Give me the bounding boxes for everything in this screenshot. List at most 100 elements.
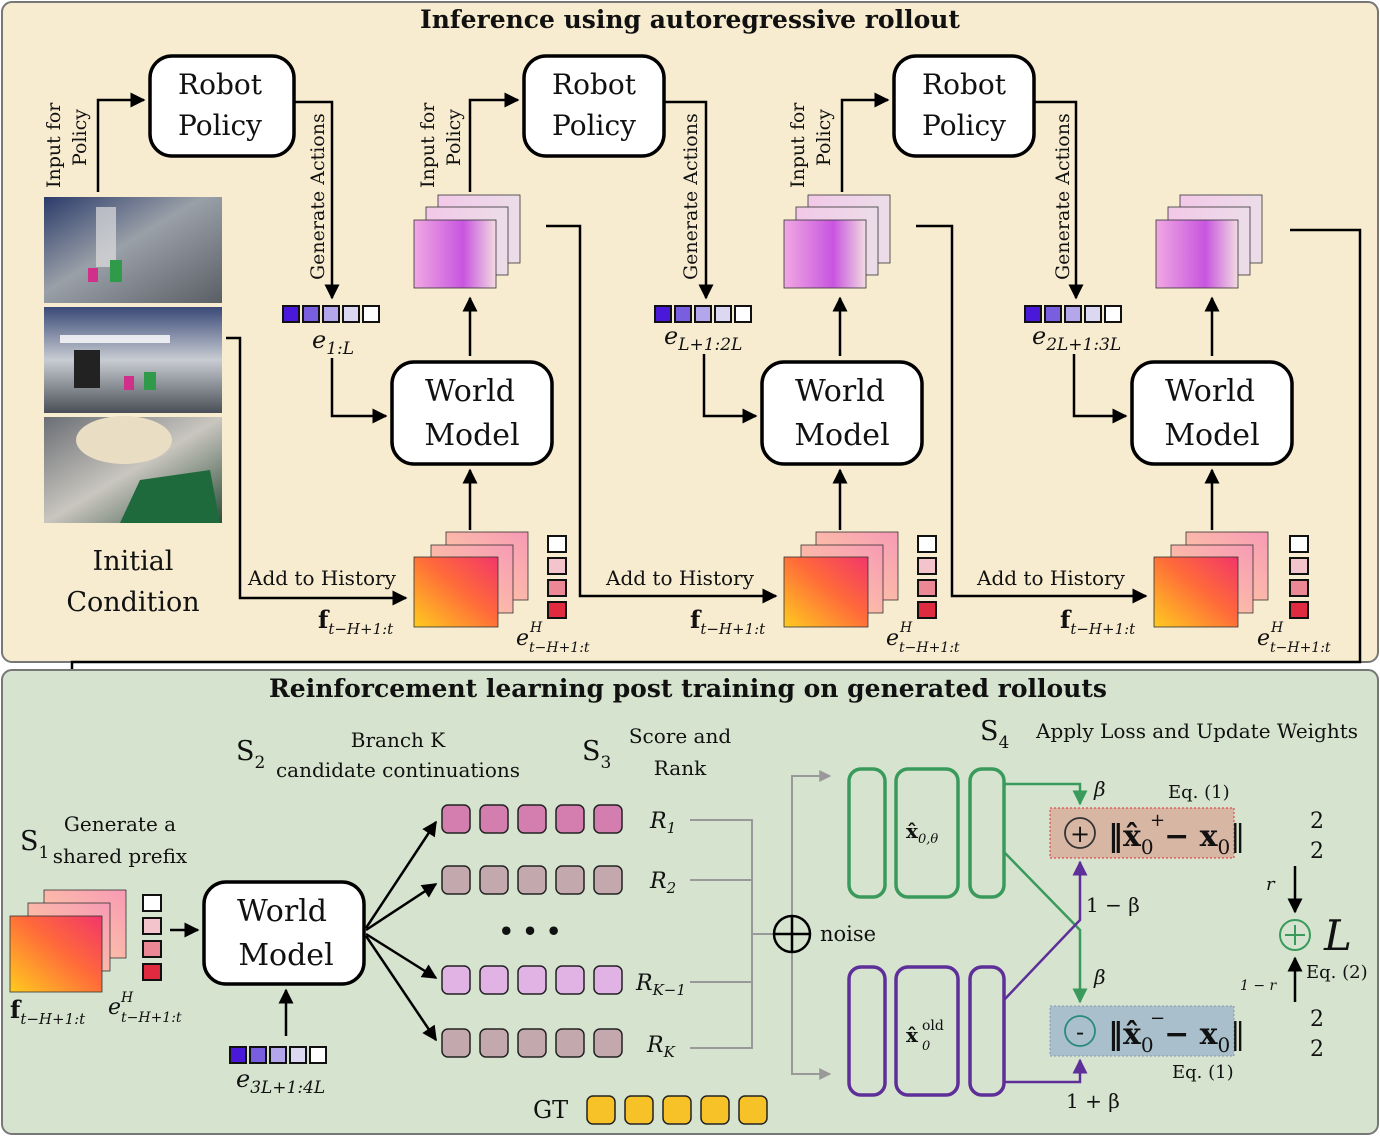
svg-text:t−H+1:t: t−H+1:t: [529, 640, 590, 656]
prefix-action-chunk: [229, 1046, 327, 1064]
step-4-label: S4 Apply Loss and Update Weights: [980, 716, 1358, 753]
total-loss-label: L: [1323, 911, 1352, 960]
svg-text:S2: S2: [236, 736, 265, 773]
svg-text:World: World: [237, 894, 327, 929]
prefix-history-label: e H t−H+1:t: [108, 990, 182, 1026]
svg-text:old: old: [922, 1018, 944, 1034]
svg-text:shared prefix: shared prefix: [53, 844, 188, 868]
frames-label-3: ft−H+1:t: [1060, 605, 1136, 638]
action-chunk-label-3: e2L+1:3L: [1032, 322, 1121, 355]
noise-plus-icon: [772, 914, 812, 954]
svg-text:t−H+1:t: t−H+1:t: [899, 640, 960, 656]
svg-text:Input for: Input for: [787, 102, 809, 188]
top-arrows: [64, 92, 1362, 800]
svg-text:Model: Model: [794, 418, 889, 453]
history-frames-1: [413, 531, 529, 628]
svg-text:2: 2: [1310, 809, 1324, 834]
svg-text:t−H+1:t: t−H+1:t: [121, 1010, 182, 1026]
svg-text:Robot: Robot: [178, 68, 263, 101]
history-embedding-label-1: e H t−H+1:t: [516, 620, 590, 656]
action-chunk-label-1: e1:L: [312, 326, 354, 359]
svg-text:‖x̂0 − x0‖: ‖x̂0 − x0‖: [1108, 819, 1245, 859]
r-label: r: [1266, 874, 1276, 895]
world-model-box-rl: World Model: [202, 880, 366, 986]
history-embedding-label-2: e H t−H+1:t: [886, 620, 960, 656]
purple-network: [847, 965, 1006, 1097]
one-minus-beta-label: 1 − β: [1086, 893, 1140, 917]
bottom-arrows: [170, 820, 438, 1042]
eq1-label-top: Eq. (1): [1168, 782, 1230, 803]
initial-condition-images: [44, 197, 222, 523]
one-minus-r-label: 1 − r: [1240, 978, 1278, 994]
svg-text:‖x̂0 − x0‖: ‖x̂0 − x0‖: [1108, 1017, 1245, 1057]
svg-text:Input for: Input for: [417, 102, 439, 188]
svg-text:Model: Model: [424, 418, 519, 453]
svg-text:Model: Model: [238, 938, 333, 973]
svg-text:Policy: Policy: [69, 109, 91, 166]
green-arrows: [1003, 782, 1088, 1004]
robot-policy-box-1: Robot Policy: [148, 54, 296, 158]
reward-label-2: R2: [649, 869, 676, 897]
world-model-box-1: World Model: [390, 360, 554, 466]
svg-text:Score and: Score and: [629, 724, 732, 748]
eq2-label: Eq. (2): [1306, 962, 1368, 983]
svg-text:Branch K: Branch K: [351, 728, 447, 752]
generated-frames-1: [413, 194, 521, 289]
prefix-history-embedding: [142, 894, 162, 981]
plus-loss-box: [1049, 807, 1235, 859]
plus-circle-icon: +: [1064, 817, 1096, 849]
step-1-label: S1 Generate a shared prefix: [20, 812, 188, 868]
robot-policy-box-2: Robot Policy: [522, 54, 666, 158]
svg-text:Apply Loss and Update Weights: Apply Loss and Update Weights: [1035, 719, 1358, 743]
x-theta-label: x̂0,θ: [906, 819, 938, 847]
history-embedding-1: [547, 535, 567, 619]
svg-text:e: e: [1257, 626, 1270, 651]
svg-text:-: -: [1076, 1018, 1084, 1046]
svg-text:Robot: Robot: [922, 68, 1007, 101]
svg-text:e: e: [108, 995, 121, 1020]
gt-label: GT: [533, 1096, 568, 1124]
generate-actions-label-1: Generate Actions: [307, 113, 329, 280]
step-2-label: S2 Branch K candidate continuations: [236, 728, 520, 782]
bottom-panel-title: Reinforcement learning post training on …: [269, 674, 1107, 703]
sum-plus-icon: [1279, 919, 1311, 951]
branch-row-k-minus-1: [441, 965, 623, 995]
add-to-history-label-2: Add to History: [605, 566, 755, 590]
noise-label: noise: [820, 922, 876, 946]
svg-text:2: 2: [1310, 1037, 1324, 1062]
reward-label-1: R1: [649, 809, 676, 837]
eq1-label-bottom: Eq. (1): [1172, 1062, 1234, 1083]
svg-text:H: H: [1270, 620, 1284, 636]
prefix-frames-label: ft−H+1:t: [10, 995, 86, 1028]
svg-text:World: World: [795, 374, 885, 409]
svg-text:H: H: [120, 990, 134, 1006]
svg-text:Policy: Policy: [922, 109, 1006, 142]
robot-policy-box-3: Robot Policy: [892, 54, 1036, 158]
one-plus-beta-label: 1 + β: [1066, 1089, 1120, 1113]
svg-text:2: 2: [1310, 1007, 1324, 1032]
plus-loss-formula: ‖x̂0 − x0‖ + 2 2: [1108, 809, 1324, 864]
action-chunk-label-2: eL+1:2L: [664, 322, 742, 355]
gt-row: [586, 1095, 768, 1125]
branch-row-2: [441, 865, 623, 895]
svg-text:S1: S1: [20, 826, 49, 863]
svg-text:H: H: [529, 620, 543, 636]
svg-text:World: World: [425, 374, 515, 409]
svg-text:−: −: [1150, 1008, 1165, 1029]
top-panel-title: Inference using autoregressive rollout: [420, 5, 960, 34]
add-to-history-label-3: Add to History: [976, 566, 1126, 590]
svg-text:Model: Model: [1164, 418, 1259, 453]
svg-text:2: 2: [1310, 839, 1324, 864]
x-old-label: x̂ 0 old: [906, 1018, 944, 1054]
history-frames-3: [1153, 531, 1269, 628]
svg-text:+: +: [1070, 820, 1090, 848]
input-for-policy-label-3: Input for Policy: [787, 102, 835, 188]
svg-text:+: +: [1150, 810, 1165, 831]
svg-text:Robot: Robot: [552, 68, 637, 101]
input-for-policy-label-2: Input for Policy: [417, 102, 465, 188]
svg-text:Rank: Rank: [654, 756, 707, 780]
svg-text:S4: S4: [980, 716, 1009, 753]
step-3-label: S3 Score and Rank: [582, 724, 731, 780]
svg-text:Policy: Policy: [813, 109, 835, 166]
